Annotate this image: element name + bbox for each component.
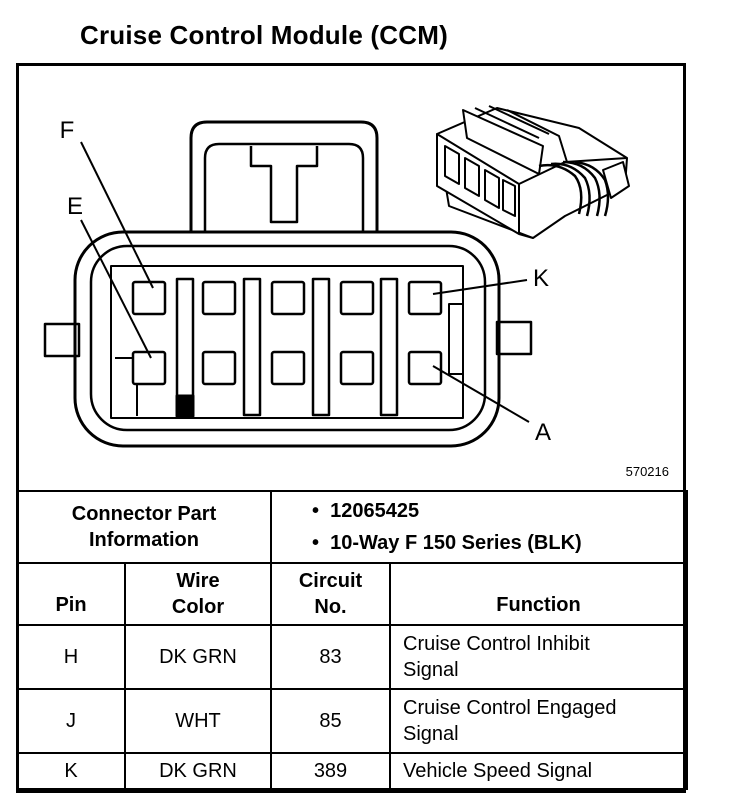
cavity-bottom-3 [270,350,306,386]
table-row: J WHT 85 Cruise Control Engaged Signal [16,688,689,754]
connector-pinout-table: Connector Part Information • 12065425 • … [16,490,689,790]
pin-label-f: F [60,117,75,144]
diagram-title: Cruise Control Module (CCM) [80,20,448,50]
figure-id: 570216 [625,464,669,479]
connector-info-label-line2: Information [89,529,199,551]
cavity-bottom-4 [339,350,375,386]
pin-cell: J [16,688,126,754]
header-circuit-no: Circuit No. [270,562,391,626]
right-ear [495,320,533,356]
diagram-frame: F E K A 570216 [16,63,689,793]
table-header-row: Pin Wire Color Circuit No. Function [16,562,689,626]
connector-face-diagram: F E K A [43,105,630,448]
wire-color-cell: WHT [124,688,272,754]
connector-info-row: Connector Part Information • 12065425 • … [16,490,689,564]
header-wire-color: Wire Color [124,562,272,626]
function-cell: Cruise Control Inhibit Signal [388,624,689,690]
pin-label-a: A [535,419,551,446]
leader-e [80,219,152,359]
table-row: K DK GRN 389 Vehicle Speed Signal [16,752,689,790]
connector-latch [189,120,379,232]
cavity-top-3 [270,280,306,316]
function-cell: Cruise Control Engaged Signal [388,688,689,754]
left-ear [43,322,81,358]
table-row: H DK GRN 83 Cruise Control Inhibit Signa… [16,624,689,690]
connector-housing-inner [89,244,487,432]
connector-3d-illustration [436,105,630,239]
cavity-k [407,280,443,316]
leader-a [432,365,530,423]
wire-color-cell: DK GRN [124,624,272,690]
header-pin: Pin [16,562,126,626]
cavity-e [131,350,167,386]
pin-label-k: K [533,265,549,292]
function-cell: Vehicle Speed Signal [388,752,689,790]
connector-info-label: Connector Part Information [16,490,272,564]
connector-housing-outer [73,230,501,448]
part-number-item: • 12065425 [312,500,420,522]
pin-cell: K [16,752,126,790]
header-function: Function [388,562,689,626]
cavity-top-4 [339,280,375,316]
circuit-cell: 85 [270,688,391,754]
cavity-f [131,280,167,316]
circuit-cell: 83 [270,624,391,690]
cavity-a [407,350,443,386]
connector-info-label-line1: Connector Part [71,503,217,525]
connector-type-item: • 10-Way F 150 Series (BLK) [312,532,582,554]
connector-info-values: • 12065425 • 10-Way F 150 Series (BLK) [269,490,689,564]
cavity-bottom-2 [201,350,237,386]
pin-cell: H [16,624,126,690]
leader-f [80,141,154,289]
leader-k [432,279,528,295]
pin-label-e: E [67,193,83,220]
circuit-cell: 389 [270,752,391,790]
cavity-top-2 [201,280,237,316]
wire-color-cell: DK GRN [124,752,272,790]
